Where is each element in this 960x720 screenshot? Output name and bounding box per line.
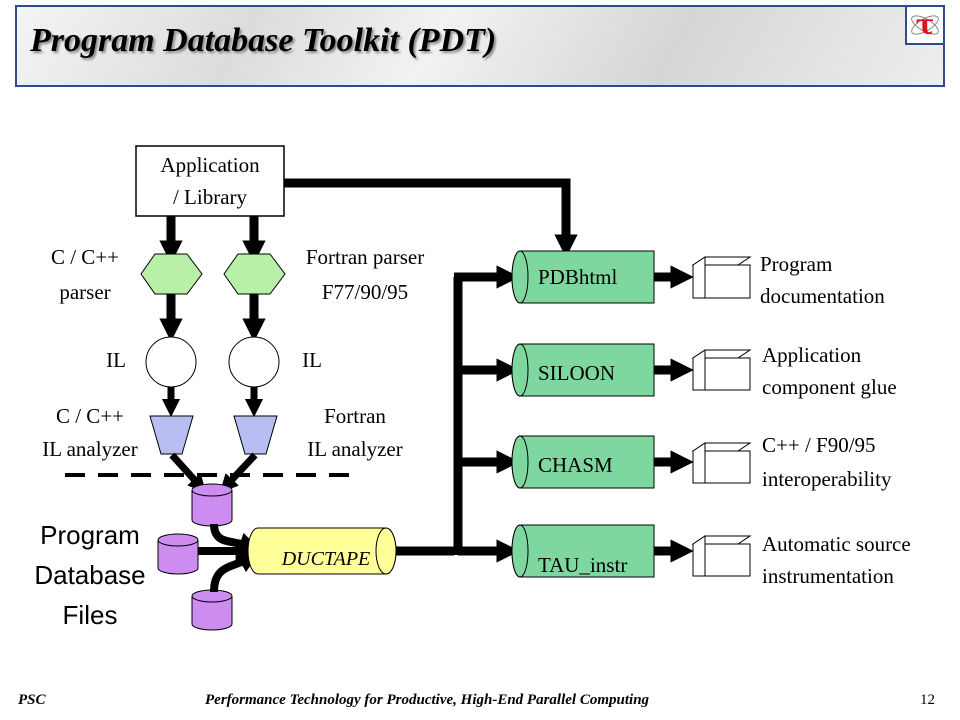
output-label-1-line1: Program	[760, 252, 833, 276]
output-box-interoperability	[691, 442, 752, 484]
footer-center: Performance Technology for Productive, H…	[205, 692, 650, 708]
c-parser-hexagon	[140, 253, 203, 295]
c-analyzer-label-line2: IL analyzer	[42, 437, 138, 461]
arrow-app-to-pdbhtml	[284, 178, 578, 258]
output-box-instrumentation	[691, 535, 752, 577]
fortran-il-circle	[228, 336, 280, 388]
c-parser-label-line1: C / C++	[50, 245, 120, 269]
fortran-parser-hexagon	[223, 253, 286, 295]
pdb-cylinder-middle	[157, 533, 199, 575]
tool-label-pdbhtml: PDBhtml	[538, 265, 618, 289]
arrow-pdb-top-to-ductape	[210, 523, 260, 553]
tool-cylinder-chasm	[511, 435, 655, 489]
tool-label-tau-instr: TAU_instr	[538, 553, 628, 577]
c-il-circle	[145, 336, 197, 388]
tau-glyph: τ	[916, 8, 935, 41]
pdb-cylinder-top	[191, 483, 233, 527]
application-label-line1: Application	[160, 153, 260, 177]
fortran-analyzer-label-line1: Fortran	[324, 404, 386, 428]
pdb-files-label-line1: Program	[40, 520, 140, 550]
output-label-2-line1: Application	[762, 343, 862, 367]
arrow-c-analyzer-to-pdb	[169, 452, 207, 493]
il-label-left: IL	[106, 348, 126, 372]
c-parser-label-line2: parser	[59, 280, 111, 304]
output-label-4-line1: Automatic source	[762, 532, 911, 556]
c-analyzer-trapezoid	[149, 415, 194, 455]
output-label-2-line2: component glue	[762, 375, 897, 399]
output-box-component-glue	[691, 349, 752, 391]
fortran-parser-label-line2: F77/90/95	[321, 280, 409, 304]
ductape-cylinder	[247, 527, 397, 575]
pdb-cylinder-bottom	[191, 589, 233, 631]
page-title: Program Database Toolkit (PDT)	[30, 22, 497, 59]
output-label-3-line1: C++ / F90/95	[762, 433, 876, 457]
output-box-documentation	[691, 256, 752, 299]
application-library-box	[135, 145, 285, 217]
tau-logo-icon: τ	[911, 8, 939, 41]
application-label-line2: / Library	[172, 185, 248, 209]
il-label-right: IL	[302, 348, 322, 372]
footer-left: PSC	[18, 692, 46, 708]
pdb-files-label-line2: Database	[34, 560, 146, 590]
c-analyzer-label-line1: C / C++	[55, 404, 125, 428]
pdb-files-label-line3: Files	[62, 600, 118, 630]
tau-logo: τ	[905, 5, 945, 45]
arrow-fortran-analyzer-to-pdb	[219, 452, 258, 493]
tool-label-siloon: SILOON	[538, 361, 615, 385]
tool-cylinder-siloon	[511, 343, 655, 397]
arrow-pdb-bottom-to-ductape	[210, 552, 260, 593]
tool-cylinder-pdbhtml	[511, 250, 655, 304]
output-label-4-line2: instrumentation	[762, 564, 894, 588]
fortran-parser-label-line1: Fortran parser	[305, 245, 425, 269]
tool-label-chasm: CHASM	[538, 453, 613, 477]
tool-cylinder-tau-instr	[511, 524, 655, 578]
output-label-3-line2: interoperability	[762, 467, 892, 491]
fortran-analyzer-label-line2: IL analyzer	[307, 437, 403, 461]
page-number: 12	[920, 692, 935, 708]
ductape-label: DUCTAPE	[281, 548, 371, 570]
title-banner	[15, 5, 945, 87]
output-label-1-line2: documentation	[760, 284, 885, 308]
fortran-analyzer-trapezoid	[233, 415, 278, 455]
